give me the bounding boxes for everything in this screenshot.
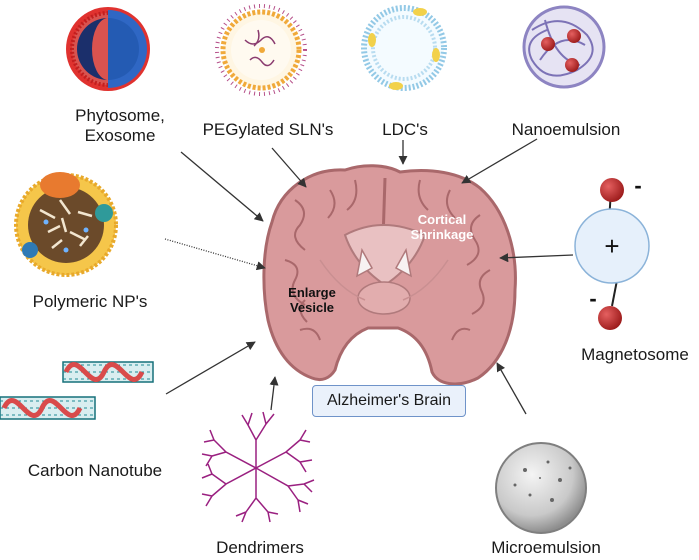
cortical-shrinkage-label: Cortical Shrinkage: [410, 212, 474, 242]
arrow-sln: [271, 147, 307, 188]
arrows: [164, 138, 574, 415]
carbon-nanotube-illustration: [0, 361, 154, 420]
dendrimers-label: Dendrimers: [216, 538, 304, 557]
ldc-label: LDC's: [382, 120, 428, 139]
ldc-illustration: [361, 5, 447, 91]
polymeric-np-label: Polymeric NP's: [32, 292, 148, 311]
phytosome-label: Phytosome, Exosome: [75, 106, 165, 145]
polymeric-np-illustration: [14, 172, 118, 277]
microemulsion-label: Microemulsion: [491, 538, 601, 557]
arrow-microemulsion: [496, 362, 527, 415]
magnet-negative-top-sign: -: [634, 173, 641, 198]
alzheimers-brain-label: Alzheimer's Brain: [327, 392, 451, 409]
magnetosome-illustration: [574, 178, 650, 330]
carbon-nanotube-label: Carbon Nanotube: [27, 461, 163, 480]
phytosome-illustration: [66, 7, 150, 91]
arrow-dendrimers: [269, 376, 279, 411]
microemulsion-illustration: [495, 442, 587, 534]
dendrimer-illustration: [201, 411, 315, 523]
magnet-negative-bottom-sign: -: [589, 286, 596, 311]
sln-illustration: [215, 4, 307, 96]
arrow-carbon: [165, 341, 256, 395]
arrow-phytosome: [180, 151, 264, 222]
arrow-polymeric: [164, 238, 266, 271]
brain-illustration: [262, 164, 517, 386]
alzheimers-brain-box: Alzheimer's Brain: [312, 385, 466, 417]
nanoemulsion-label: Nanoemulsion: [511, 120, 621, 139]
arrow-magnetosome: [499, 253, 574, 263]
arrow-nanoemulsion: [461, 138, 538, 184]
sln-label: PEGylated SLN's: [202, 120, 334, 139]
enlarge-vesicle-label: Enlarge Vesicle: [288, 285, 336, 315]
magnetosome-label: Magnetosome: [581, 345, 689, 364]
magnet-positive-sign: +: [604, 231, 619, 261]
nanoemulsion-illustration: [522, 5, 606, 89]
